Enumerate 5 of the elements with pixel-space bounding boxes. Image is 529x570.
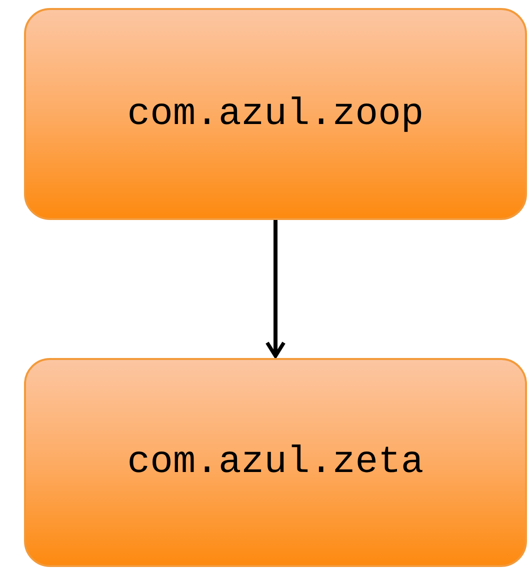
module-box (24, 358, 527, 567)
module-box (24, 8, 527, 220)
module-name: com.azul.zeta (127, 441, 424, 484)
module-name: com.azul.zoop (127, 92, 424, 136)
arrow (265, 220, 286, 358)
